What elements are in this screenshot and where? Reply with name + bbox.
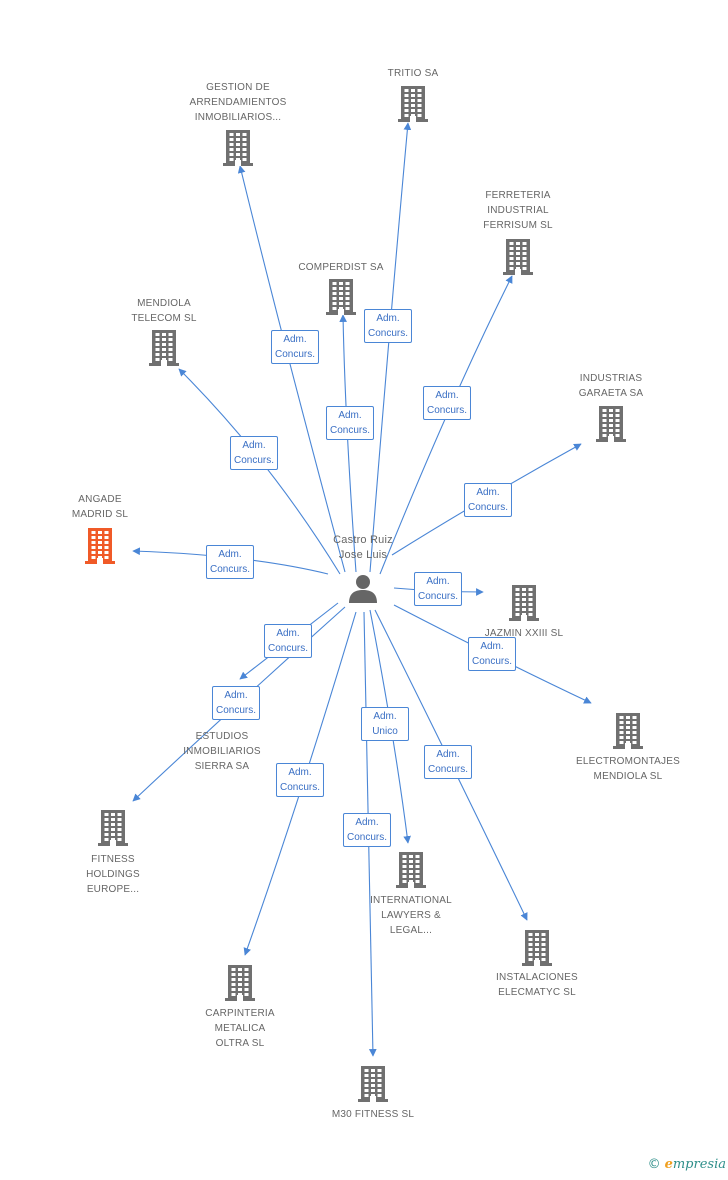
building-icon xyxy=(326,279,356,320)
person-name: Castro Ruiz Jose Luis xyxy=(333,534,393,561)
copyright-symbol: © xyxy=(647,1157,661,1172)
building-icon xyxy=(398,86,428,127)
building-icon xyxy=(522,930,552,971)
edge-label-carpinteria[interactable]: Adm. Concurs. xyxy=(275,763,325,797)
edge-label-comperdist[interactable]: Adm. Concurs. xyxy=(325,406,375,440)
company-name: M30 FITNESS SL xyxy=(331,1109,415,1120)
footer-brand: ©empresia xyxy=(648,1157,726,1172)
company-name: GESTION DE ARRENDAMIENTOS INMOBILIARIOS.… xyxy=(189,82,287,123)
brand-name: mpresia xyxy=(672,1157,726,1172)
company-name: INTERNATIONAL LAWYERS & LEGAL... xyxy=(370,895,452,936)
edge-label-mendiola[interactable]: Adm. Concurs. xyxy=(229,436,279,470)
company-name: INSTALACIONES ELECMATYC SL xyxy=(496,972,578,998)
company-name: INDUSTRIAS GARAETA SA xyxy=(578,373,644,399)
building-icon xyxy=(613,713,643,754)
edge-label-instalaciones[interactable]: Adm. Concurs. xyxy=(423,745,473,779)
company-name: FITNESS HOLDINGS EUROPE... xyxy=(86,854,140,895)
building-icon xyxy=(396,852,426,893)
building-icon xyxy=(225,965,255,1006)
company-name: ELECTROMONTAJES MENDIOLA SL xyxy=(576,756,680,782)
company-name: ESTUDIOS INMOBILIARIOS SIERRA SA xyxy=(183,731,261,772)
edge-label-jazmin[interactable]: Adm. Concurs. xyxy=(413,572,463,606)
company-name: TRITIO SA xyxy=(387,68,439,79)
company-name: MENDIOLA TELECOM SL xyxy=(131,298,197,324)
company-name: FERRETERIA INDUSTRIAL FERRISUM SL xyxy=(483,190,553,231)
edge-line-tritio xyxy=(369,122,412,573)
edge-label-international[interactable]: Adm. Unico xyxy=(361,707,409,741)
building-icon xyxy=(596,406,626,447)
person-icon xyxy=(348,573,378,608)
edge-line-gestion xyxy=(237,165,346,573)
building-icon xyxy=(223,130,253,171)
edge-label-ferreteria[interactable]: Adm. Concurs. xyxy=(422,386,472,420)
edge-label-angade[interactable]: Adm. Concurs. xyxy=(205,545,255,579)
building-icon xyxy=(149,330,179,371)
company-name: COMPERDIST SA xyxy=(298,262,384,273)
building-icon xyxy=(503,239,533,280)
edge-label-gestion[interactable]: Adm. Concurs. xyxy=(270,330,320,364)
edge-label-m30[interactable]: Adm. Concurs. xyxy=(342,813,392,847)
company-name: ANGADE MADRID SL xyxy=(71,494,129,520)
company-name: CARPINTERIA METALICA OLTRA SL xyxy=(205,1008,275,1049)
building-icon xyxy=(98,810,128,851)
edge-label-tritio[interactable]: Adm. Concurs. xyxy=(363,309,413,343)
building-icon xyxy=(509,585,539,626)
building-icon xyxy=(358,1066,388,1107)
edge-label-fitness[interactable]: Adm. Concurs. xyxy=(211,686,261,720)
edge-label-estudios[interactable]: Adm. Concurs. xyxy=(263,624,313,658)
edge-label-garaeta[interactable]: Adm. Concurs. xyxy=(463,483,513,517)
building-icon xyxy=(85,528,115,569)
brand-initial: e xyxy=(664,1157,673,1172)
company-name: JAZMIN XXIII SL xyxy=(484,628,564,639)
edge-label-electro[interactable]: Adm. Concurs. xyxy=(467,637,517,671)
